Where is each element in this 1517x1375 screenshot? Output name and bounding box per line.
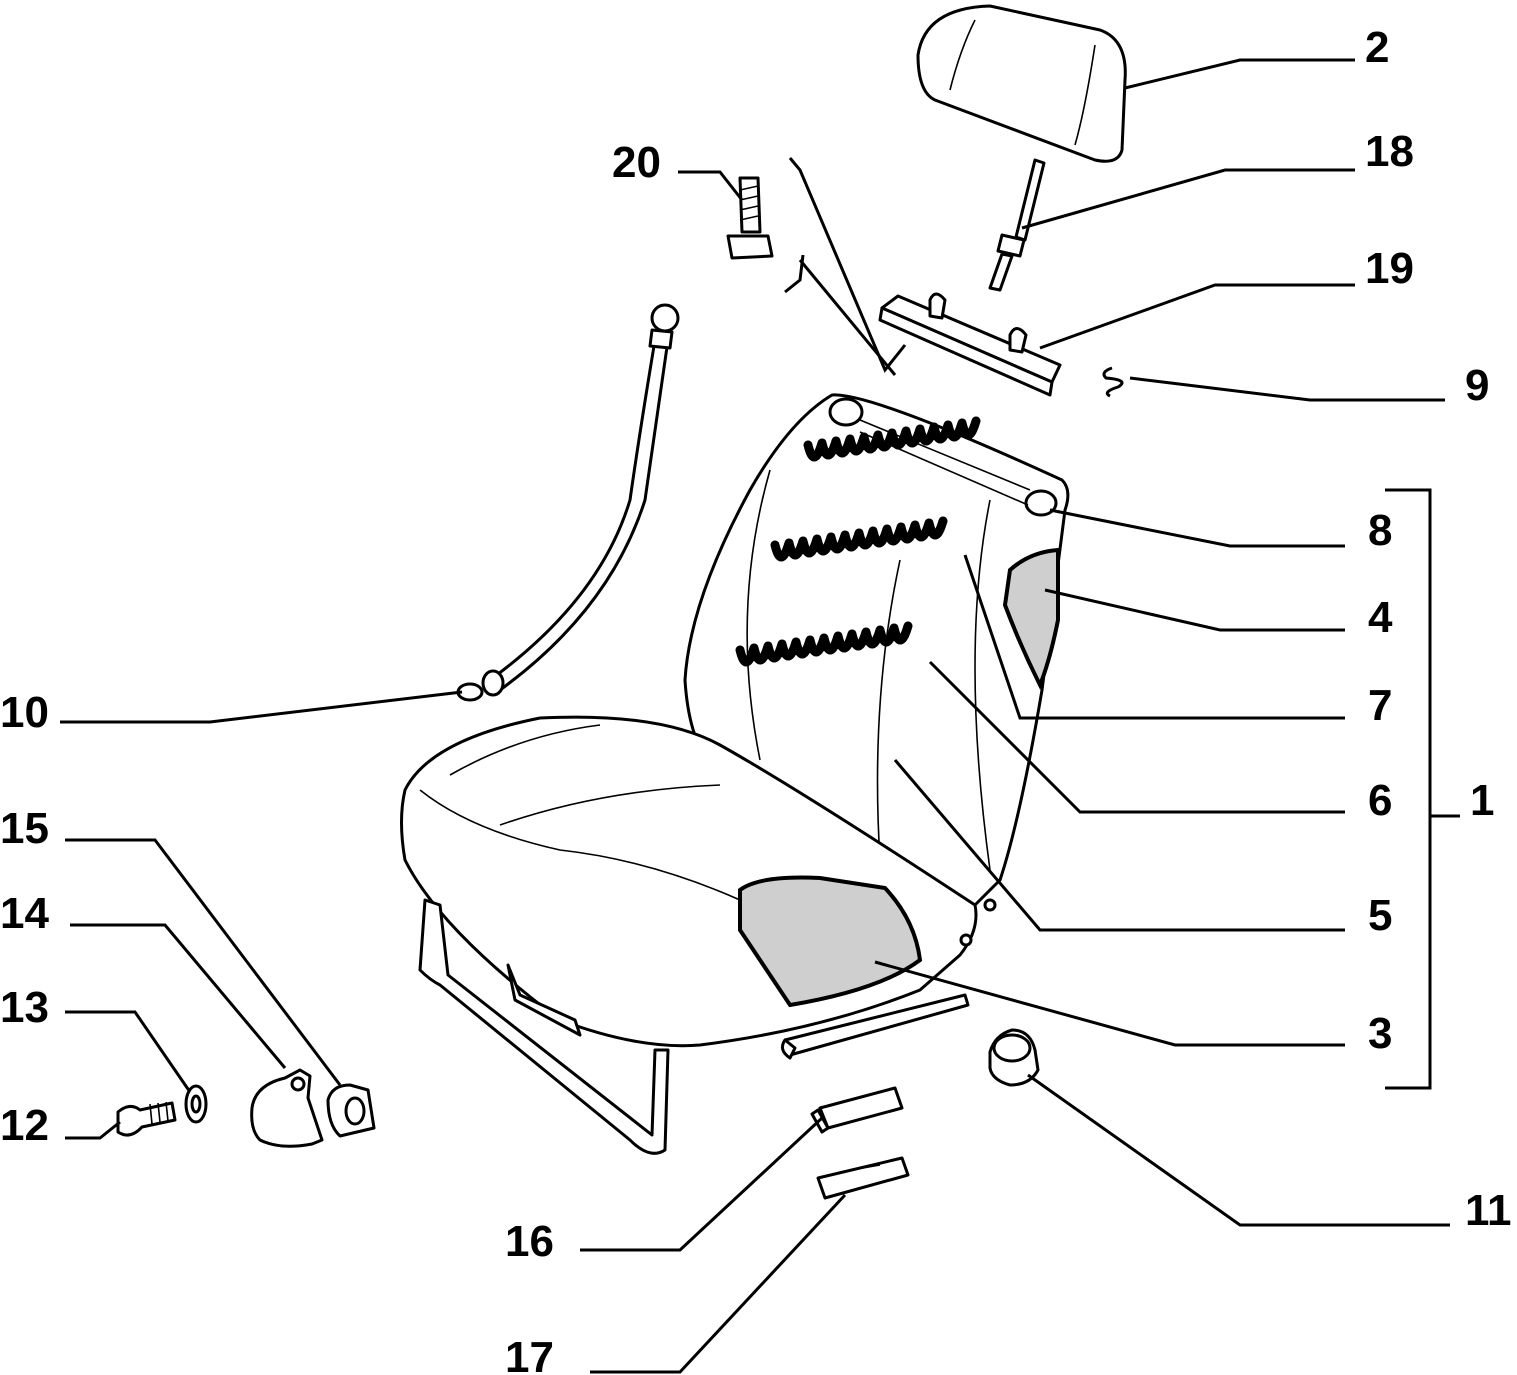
spring-upper (803, 416, 981, 462)
side-panel (1002, 547, 1060, 690)
callout-8: 8 (1368, 506, 1392, 555)
callout-2: 2 (1365, 23, 1389, 72)
seat-backrest (683, 393, 1070, 907)
bushing (988, 1028, 1040, 1087)
callout-19: 19 (1365, 244, 1414, 293)
headrest-guide (988, 158, 1046, 292)
lever-handle (816, 1156, 910, 1200)
seat-cushion (400, 715, 997, 1155)
callout-15: 15 (0, 804, 49, 853)
callout-3: 3 (1368, 1009, 1392, 1058)
spring-middle (770, 516, 948, 562)
clip (1102, 366, 1124, 398)
spring-lower (735, 621, 913, 667)
bolt (726, 176, 774, 260)
callout-14: 14 (0, 889, 49, 938)
callout-16: 16 (505, 1217, 554, 1266)
callout-4: 4 (1368, 593, 1393, 642)
headrest (916, 4, 1127, 163)
bracket-clamp (250, 1068, 324, 1148)
washer (184, 1084, 208, 1124)
callout-7: 7 (1368, 681, 1392, 730)
mount-bolt (116, 1101, 177, 1137)
callout-17: 17 (505, 1333, 554, 1375)
callout-10: 10 (0, 688, 49, 737)
frame-brace (784, 157, 907, 376)
callout-20: 20 (612, 138, 661, 187)
callout-1: 1 (1470, 776, 1494, 825)
leader-lines (60, 58, 1460, 1374)
callout-labels: 2 18 19 9 8 4 7 6 1 5 3 11 20 10 15 14 1… (0, 23, 1512, 1375)
callout-5: 5 (1368, 891, 1392, 940)
callout-6: 6 (1368, 776, 1392, 825)
seat-belt (456, 303, 680, 702)
lever-cover (810, 1086, 904, 1134)
callout-18: 18 (1365, 127, 1414, 176)
callout-11: 11 (1465, 1186, 1512, 1235)
callout-12: 12 (0, 1101, 49, 1150)
spacer-block (326, 1083, 376, 1138)
callout-9: 9 (1465, 361, 1489, 410)
headrest-mount (878, 292, 1062, 397)
cushion-side-panel (738, 875, 923, 1008)
callout-13: 13 (0, 983, 49, 1032)
